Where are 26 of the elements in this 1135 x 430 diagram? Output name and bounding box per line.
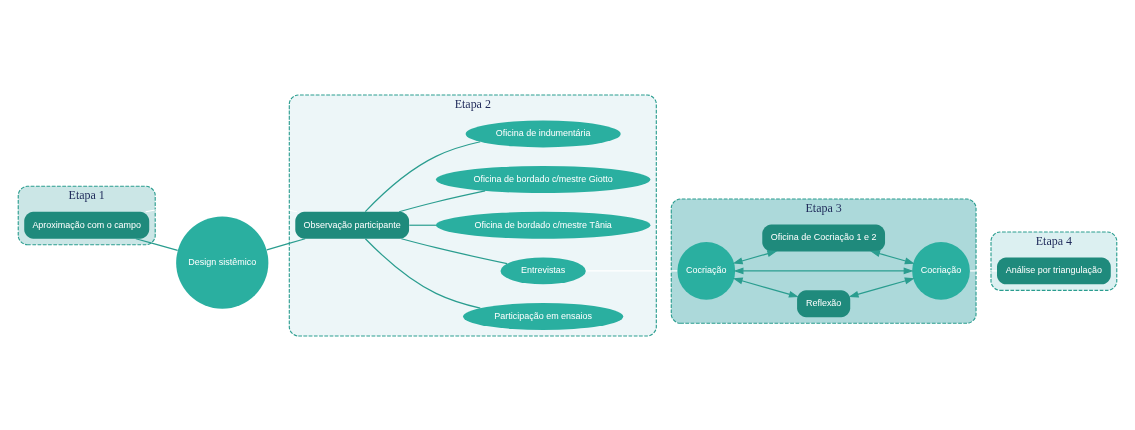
arrow — [732, 277, 799, 298]
node-ellipse: Entrevistas — [500, 256, 586, 284]
connector — [266, 237, 306, 250]
node-ellipse: Oficina de bordado c/mestre Tânia — [435, 211, 651, 239]
node-box: Reflexão — [797, 289, 851, 317]
node-ellipse: Oficina de indumentária — [465, 119, 621, 147]
arrow — [848, 277, 915, 298]
node-circle: Design sistêmico — [176, 216, 269, 309]
node-box: Oficina de Cocriação 1 e 2 — [762, 224, 886, 251]
arrow — [732, 249, 778, 264]
node-box: Análise por triangulação — [997, 256, 1111, 284]
connector — [364, 140, 481, 212]
connector — [398, 189, 486, 212]
node-box: Observação participante — [295, 211, 410, 239]
arrow — [733, 266, 914, 274]
node-circle: Cocriação — [912, 241, 970, 300]
connector — [408, 224, 437, 226]
connector — [364, 237, 481, 309]
connector — [969, 269, 998, 271]
node-circle: Cocriação — [677, 241, 736, 300]
node-box: Aproximação com o campo — [24, 211, 150, 239]
connector — [400, 237, 508, 264]
arrow — [870, 249, 915, 264]
connector — [135, 237, 179, 251]
node-ellipse: Oficina de bordado c/mestre Giotto — [435, 165, 651, 193]
node-ellipse: Participação em ensaios — [463, 302, 624, 330]
